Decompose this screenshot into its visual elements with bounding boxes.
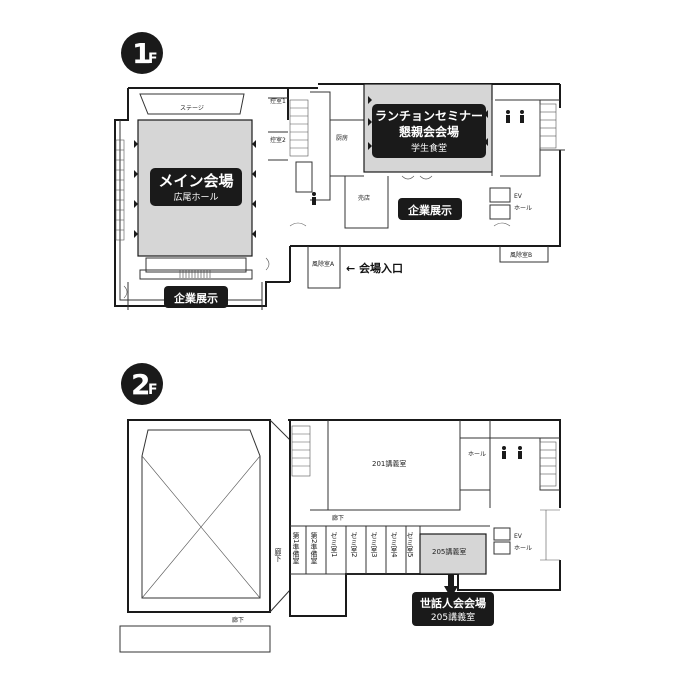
label-corridor-bottom: 廊下 xyxy=(232,616,244,624)
seminar-line1: ランチョンセミナー xyxy=(375,109,483,123)
expo-right: 企業展示 xyxy=(407,203,452,217)
label-stage: ステージ xyxy=(180,105,204,112)
label-wind-b: 風除室B xyxy=(510,251,532,259)
label-sem5: ゼミ室5 xyxy=(406,531,414,557)
label-sem3: ゼミ室3 xyxy=(370,531,378,557)
label-corridor-top: 廊下 xyxy=(332,514,344,522)
label-room-b: 控室2 xyxy=(270,136,286,144)
entrance-label: ← 会場入口 xyxy=(346,261,403,275)
label-hall-2f: ホール xyxy=(468,451,486,458)
seminar-line2: 懇親会会場 xyxy=(399,124,459,139)
seminar-sub: 学生食堂 xyxy=(411,142,447,154)
label-sem2: ゼミ室2 xyxy=(350,531,358,557)
label-wind-a: 風除室A xyxy=(312,260,335,268)
badge-unit: F xyxy=(148,382,158,398)
label-prep2: 第2準備室 xyxy=(310,531,318,564)
main-hall-title: メイン会場 xyxy=(158,172,233,190)
label-ev-hall-2f: ホール xyxy=(514,545,532,552)
label-room-a: 控室1 xyxy=(270,97,286,105)
room-205-area xyxy=(419,533,487,575)
badge-number: 2 xyxy=(131,368,150,401)
label-sem4: ゼミ室4 xyxy=(390,531,398,558)
label-sem1: ゼミ室1 xyxy=(330,531,338,557)
label-kitchen: 厨房 xyxy=(336,134,348,142)
label-shop: 売店 xyxy=(358,194,370,202)
label-ev-2f: EV xyxy=(514,533,523,540)
floor-2f: 2 F 廊下 201講義室 ホール 廊下 xyxy=(119,363,561,653)
callout-title: 世話人会会場 xyxy=(420,596,486,610)
expo-left: 企業展示 xyxy=(173,291,218,305)
label-ev-hall-1f: ホール xyxy=(514,205,532,212)
floor-badge-1f: 1 F xyxy=(121,32,163,74)
floor-badge-2f: 2 F xyxy=(121,363,163,405)
label-prep1: 第1準備室 xyxy=(292,531,300,564)
badge-unit: F xyxy=(148,51,158,67)
main-hall-sub: 広尾ホール xyxy=(173,191,218,203)
badge-number: 1 xyxy=(132,37,151,70)
label-205: 205講義室 xyxy=(432,547,466,556)
label-201: 201講義室 xyxy=(372,459,406,468)
label-corridor-left: 廊下 xyxy=(274,547,282,563)
callout-sub: 205講義室 xyxy=(431,611,475,623)
floor-1f: 1 F ステージ xyxy=(114,32,565,310)
label-ev-1f: EV xyxy=(514,193,523,200)
